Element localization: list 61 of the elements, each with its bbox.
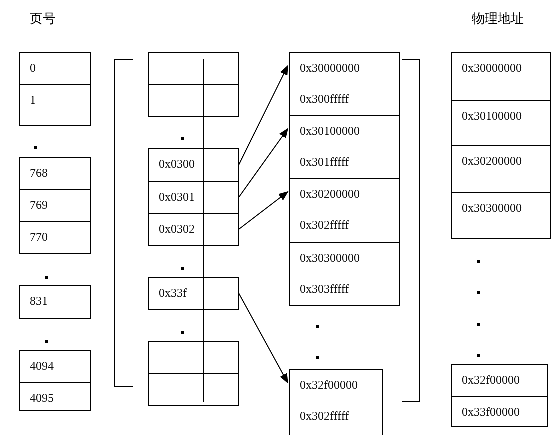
cell-text: 0x0301 [159,190,195,205]
start-address: 0x32f00000 [300,378,358,393]
cell-text: 0x0300 [159,157,195,172]
arrow [238,65,288,166]
cell-text: 4094 [30,359,54,374]
page-number-cell [19,350,91,383]
arrow [238,293,288,384]
arrow [238,191,289,230]
page-table-entry [148,213,239,246]
start-address: 0x30000000 [300,61,360,76]
memory-block [289,242,400,306]
cell-text: 0x32f00000 [462,373,520,388]
page-number-cell [19,285,91,319]
cell-text: 0 [30,61,36,76]
end-address: 0x303fffff [300,282,350,297]
end-address: 0x301fffff [300,155,350,170]
page-number-cell [19,52,91,85]
arrow [238,128,289,198]
physical-address-cell [451,52,551,101]
page-table-entry [148,84,239,117]
end-address: 0x300fffff [300,92,350,107]
physical-address-cell [451,364,548,397]
cell-text: 768 [30,166,48,181]
physical-address-cell [451,145,551,193]
page-table-entry [148,277,239,310]
cell-text: 0x33f [159,286,187,301]
cell-text: 0x30000000 [462,61,522,76]
page-number-cell [19,382,91,411]
cell-text: 769 [30,198,48,213]
cell-text: 0x30200000 [462,154,522,169]
cell-text: 1 [30,93,36,108]
physical-address-cell [451,192,551,239]
memory-block [289,52,400,116]
start-address: 0x30100000 [300,124,360,139]
page-table-entry [148,52,239,85]
cell-text: 4095 [30,391,54,406]
page-number-cell [19,189,91,222]
page-table-entry [148,148,239,182]
page-table-entry [148,341,239,374]
start-address: 0x30300000 [300,251,360,266]
start-address: 0x30200000 [300,187,360,202]
cell-text: 0x30300000 [462,201,522,216]
column-heading: 物理地址 [472,10,524,28]
cell-text: 770 [30,230,48,245]
memory-block [289,115,400,179]
cell-text: 0x30100000 [462,109,522,124]
page-number-cell [19,157,91,190]
physical-address-cell [451,396,548,427]
end-address: 0x302fffff [300,218,350,233]
page-table-entry [148,181,239,214]
page-number-cell [19,84,91,126]
memory-block [289,178,400,243]
cell-text: 831 [30,294,48,309]
memory-block [289,369,383,435]
cell-text: 0x0302 [159,222,195,237]
page-table-entry [148,373,239,406]
physical-address-cell [451,100,551,146]
page-number-cell [19,221,91,254]
cell-text: 0x33f00000 [462,405,520,420]
end-address: 0x302fffff [300,409,350,424]
column-heading: 页号 [30,10,56,28]
